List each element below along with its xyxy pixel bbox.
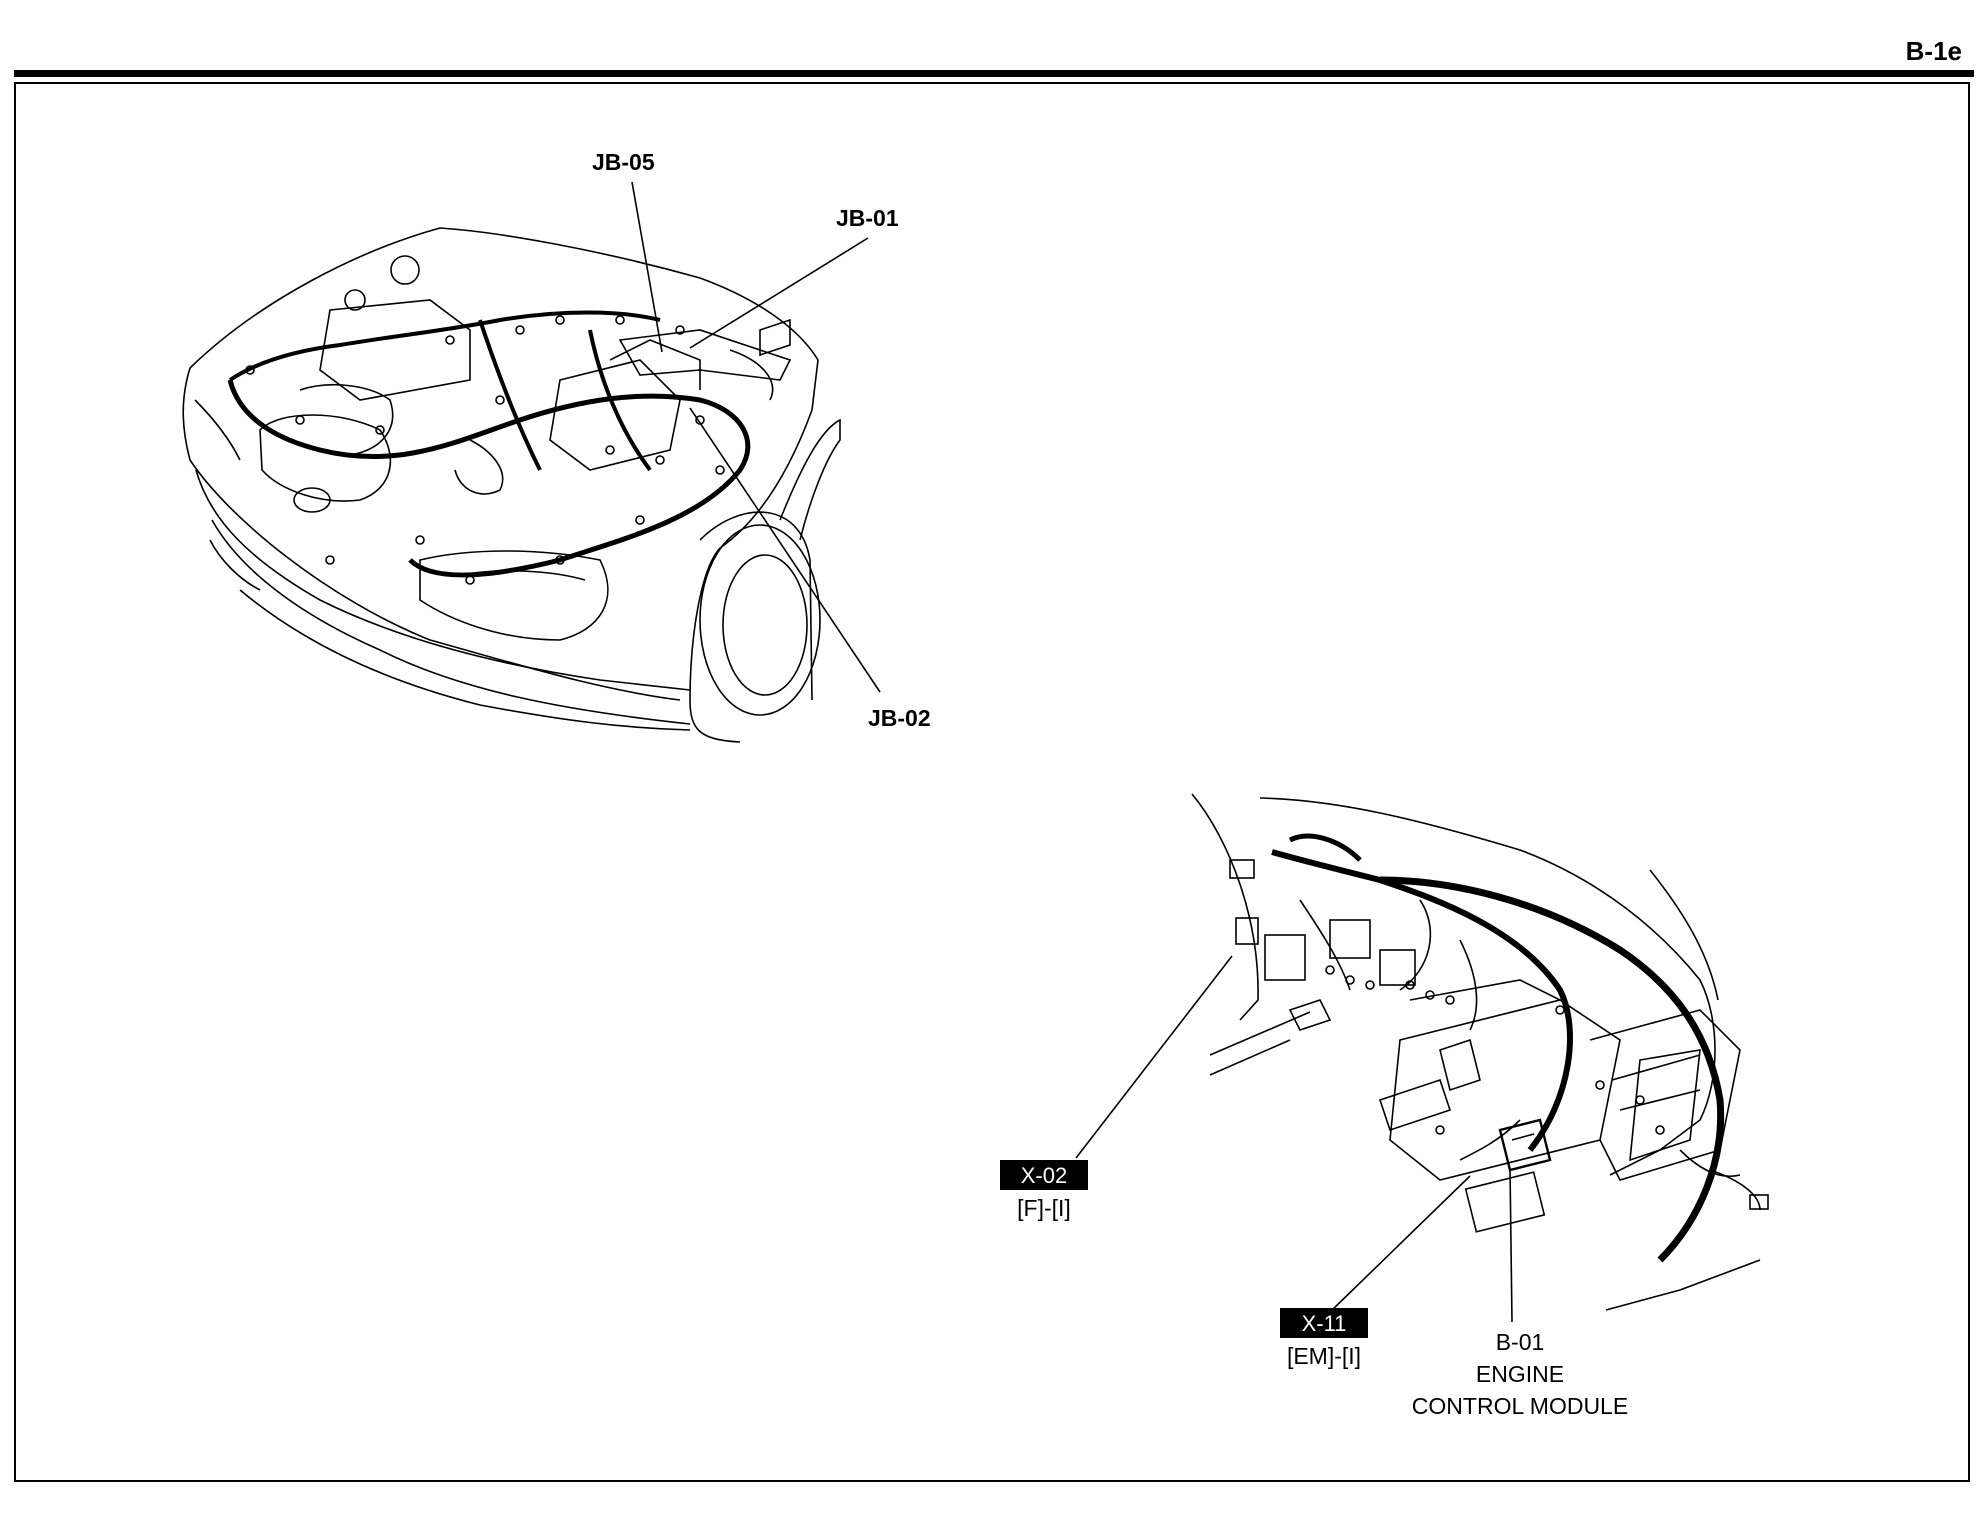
x11-sub-label: [EM]-[I] <box>1287 1343 1361 1369</box>
callout-jb02: JB-02 <box>868 705 931 731</box>
diagram-frame <box>14 82 1970 1482</box>
x02-sub-label: [F]-[I] <box>1017 1195 1071 1221</box>
b01-line1: ENGINE <box>1476 1361 1564 1387</box>
page-code: B-1e <box>1905 36 1962 66</box>
dashboard-harness-illustration <box>1075 793 1769 1323</box>
b01-line2: CONTROL MODULE <box>1412 1393 1628 1419</box>
connector-tag-x11: X-11 <box>1280 1308 1368 1338</box>
b01-code: B-01 <box>1496 1329 1545 1355</box>
x11-tag-label: X-11 <box>1302 1311 1347 1336</box>
callout-jb01: JB-01 <box>836 205 899 231</box>
x02-tag-label: X-02 <box>1021 1163 1067 1188</box>
callout-jb05: JB-05 <box>592 149 655 175</box>
engine-compartment-illustration <box>182 181 881 743</box>
header-rule <box>14 70 1974 77</box>
connector-tag-x02: X-02 <box>1000 1160 1088 1190</box>
